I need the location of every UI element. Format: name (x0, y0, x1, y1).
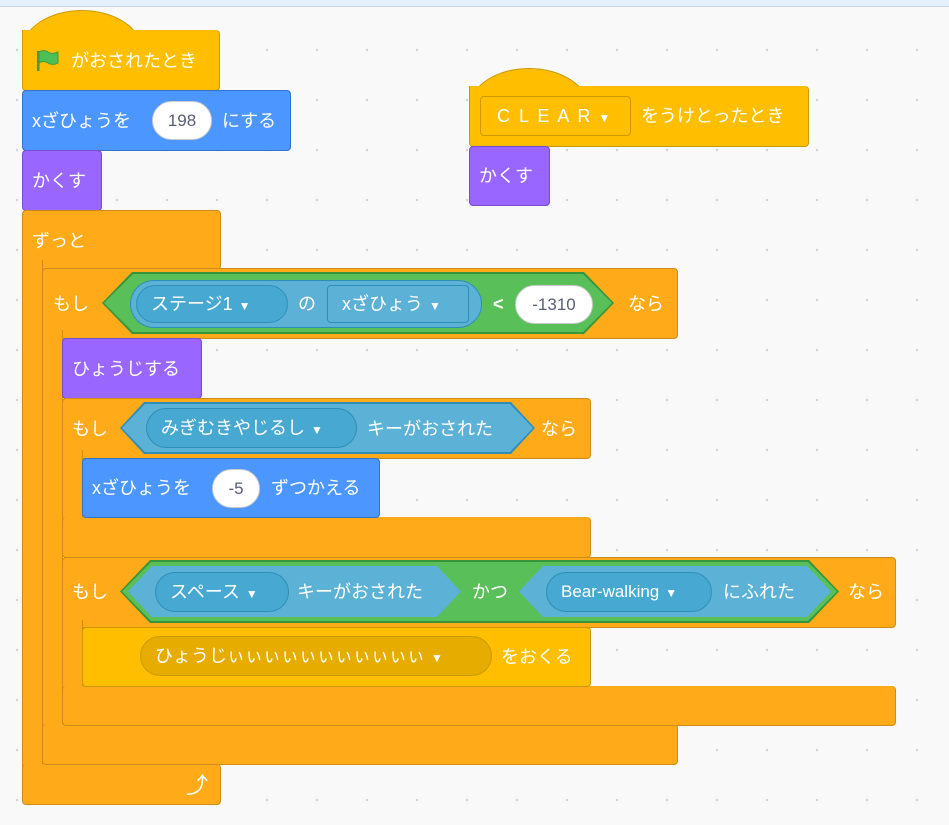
change-x-block[interactable] (82, 458, 380, 518)
broadcast-message-dropdown[interactable]: ひょうじぃぃぃぃぃぃぃぃぃぃぃ ▼ (140, 636, 492, 676)
if-2-label: もし (72, 419, 108, 439)
dropdown-caret-icon: ▼ (598, 111, 613, 125)
green-flag-icon (37, 50, 59, 71)
if-3-then-label: なら (848, 582, 884, 602)
forever-bottom (22, 764, 221, 805)
touching-target-dropdown[interactable]: Bear-walking ▼ (546, 572, 712, 612)
operator-symbol: < (493, 294, 504, 314)
if-2-bottom (62, 517, 591, 558)
if-1-bottom (42, 724, 678, 765)
if-1-then-label: なら (628, 294, 664, 314)
show-label: ひょうじする (72, 359, 180, 379)
if-1-label: もし (53, 294, 89, 314)
hat-label: がおされたとき (71, 51, 197, 71)
touching-label: にふれた (723, 582, 795, 602)
broadcast-message-value: ひょうじぃぃぃぃぃぃぃぃぃぃぃ (155, 646, 425, 666)
dropdown-caret-icon: ▼ (245, 587, 258, 601)
dropdown-caret-icon: ▼ (238, 299, 251, 313)
receive-message-value: C L E A R (497, 106, 593, 126)
set-x-label: xざひょうを (32, 111, 131, 131)
dropdown-caret-icon: ▼ (311, 423, 323, 437)
sensing-property-dropdown[interactable]: xざひょう ▼ (327, 285, 469, 323)
dropdown-caret-icon: ▼ (665, 586, 678, 600)
if-3-label: もし (72, 582, 108, 602)
key-pressed-label-2: キーがおされた (297, 582, 423, 602)
if-1-arm (42, 330, 63, 730)
change-x-label: xざひょうを (92, 478, 191, 498)
set-x-post-label: にする (222, 111, 277, 131)
when-receive-label: をうけとったとき (641, 106, 785, 126)
loop-arrow-icon: ⤴ (186, 773, 209, 798)
hide-label: かくす (32, 171, 86, 191)
sensing-target-value: ステージ1 (151, 294, 233, 314)
set-x-value-input[interactable]: 198 (152, 101, 212, 140)
key-value-2: スペース (170, 582, 240, 602)
if-2-arm (62, 450, 83, 525)
hide-label-2: かくす (479, 166, 533, 186)
key-pressed-label: キーがおされた (367, 419, 493, 439)
if-3-bottom (62, 686, 896, 726)
sensing-property-value: xざひょう (342, 294, 423, 314)
touching-target-value: Bear-walking (561, 582, 660, 601)
sensing-target-dropdown[interactable]: ステージ1 ▼ (136, 285, 288, 323)
forever-arm (22, 260, 43, 780)
compare-value-input[interactable]: -1310 (515, 285, 593, 324)
if-2-then-label: なら (541, 419, 577, 439)
hide-block-2[interactable] (469, 146, 550, 206)
broadcast-label: をおくる (501, 647, 573, 667)
key-dropdown[interactable]: みぎむきやじるし ▼ (146, 408, 357, 448)
key-dropdown-2[interactable]: スペース ▼ (155, 572, 289, 612)
and-label: かつ (472, 582, 508, 602)
receive-message-dropdown[interactable]: C L E A R ▼ (480, 96, 631, 136)
dropdown-caret-icon: ▼ (431, 651, 443, 665)
change-x-value-input[interactable]: -5 (212, 469, 260, 508)
forever-label: ずっと (32, 231, 86, 251)
dropdown-caret-icon: ▼ (429, 299, 441, 313)
top-bar (0, 0, 949, 7)
of-label: の (298, 294, 316, 314)
key-value: みぎむきやじるし (161, 418, 305, 438)
change-x-post-label: ずつかえる (271, 478, 361, 498)
if-3-arm (62, 620, 83, 695)
